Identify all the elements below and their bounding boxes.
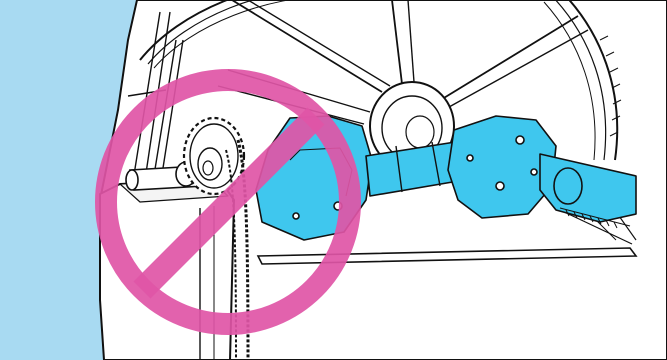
illustration-frame xyxy=(0,0,667,360)
machine-illustration xyxy=(0,0,667,360)
